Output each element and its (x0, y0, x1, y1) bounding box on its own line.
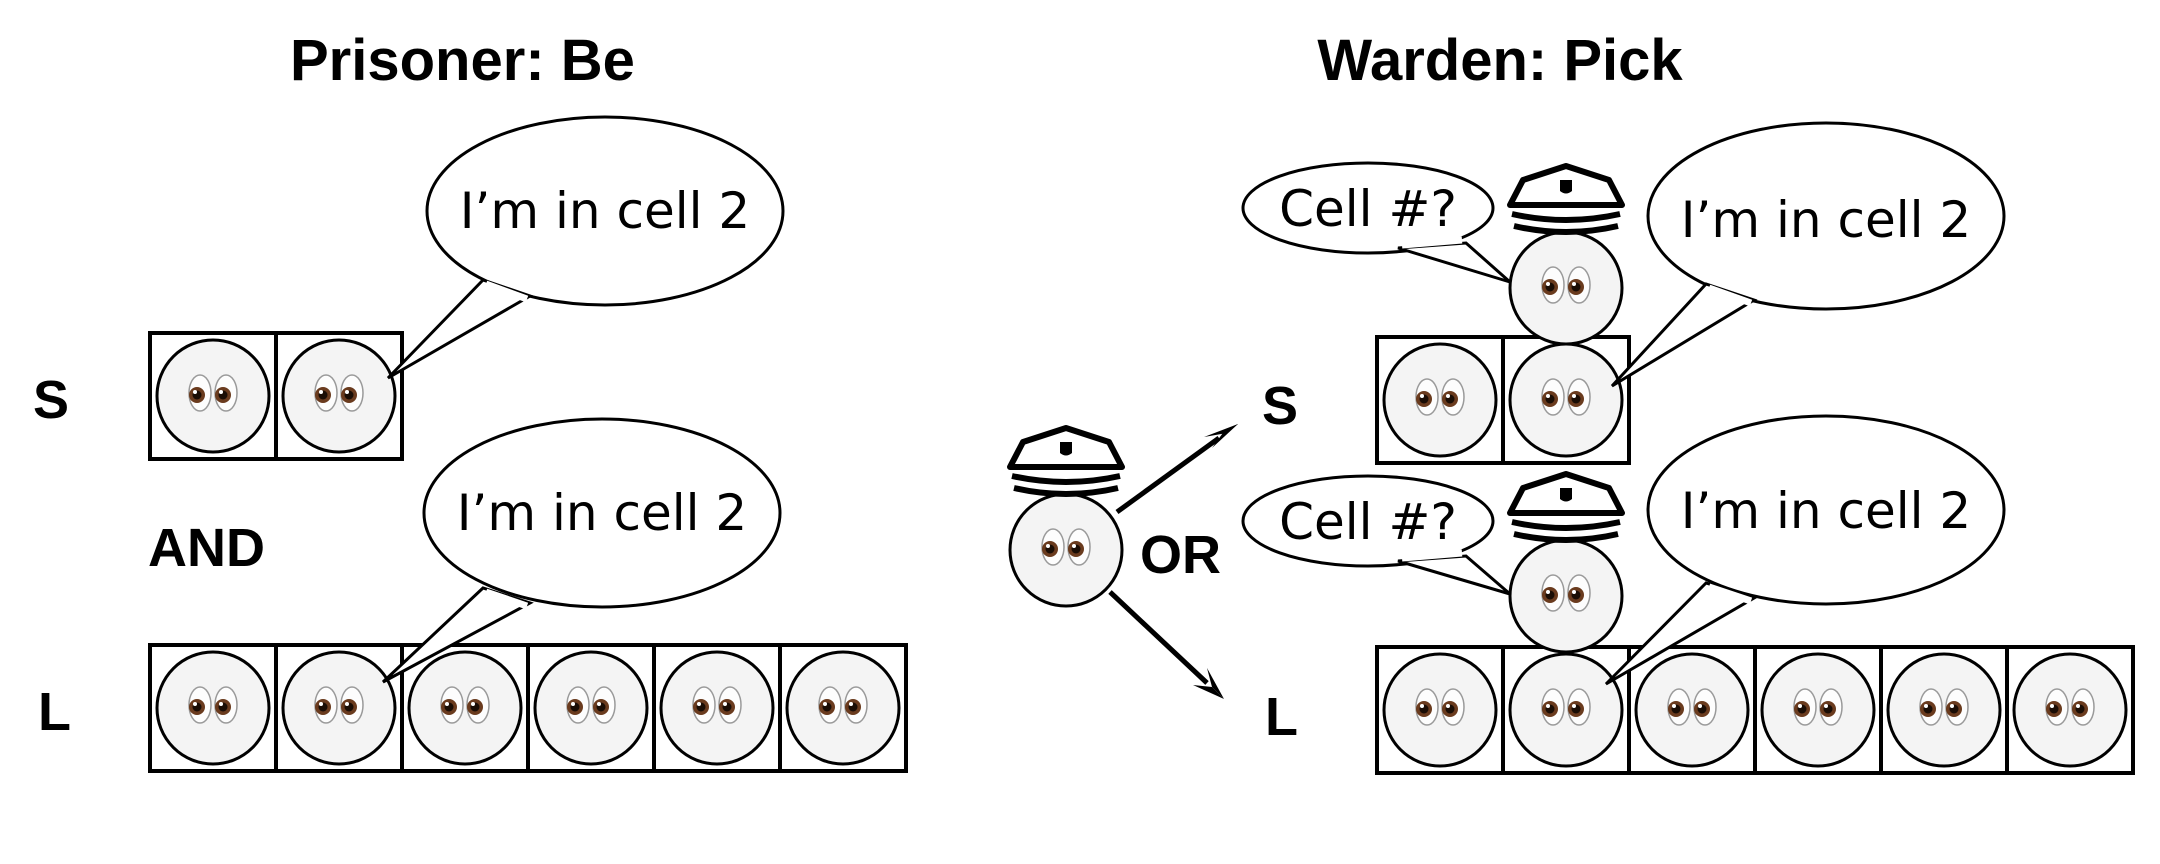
row-label-s: S (33, 370, 69, 430)
speech-text-l: I’m in cell 2 (1681, 482, 1971, 540)
right-panel: Warden: Pick S Cell #? I’m in cell 2 L (1241, 28, 2135, 775)
warden-question-bubble-s: Cell #? (1241, 161, 1511, 284)
question-text-s: Cell #? (1279, 180, 1457, 238)
prisoner-cell-3 (1634, 652, 1750, 768)
arrowhead-l (1193, 685, 1224, 699)
warden-face-icon (1008, 492, 1124, 608)
warden-face-icon (1508, 538, 1624, 654)
question-text-l: Cell #? (1279, 493, 1457, 551)
warden-question-bubble-l: Cell #? (1241, 474, 1511, 596)
prisoner-cell-1 (155, 338, 271, 454)
prisoner-cell-1 (1382, 342, 1498, 458)
speech-bubble-s: I’m in cell 2 (386, 115, 785, 380)
left-panel-title: Prisoner: Be (290, 28, 635, 93)
speech-text-l: I’m in cell 2 (457, 484, 747, 542)
arrow-to-s (1115, 435, 1221, 515)
warden-face-icon (1508, 230, 1624, 346)
and-connector: AND (148, 518, 265, 578)
or-connector: OR (1140, 525, 1221, 585)
prisoner-cell-4 (533, 650, 649, 766)
row-label-s: S (1262, 376, 1298, 436)
prisoner-cell-6 (2012, 652, 2128, 768)
prisoner-cell-2 (281, 338, 397, 454)
prisoner-cell-4 (1760, 652, 1876, 768)
prisoner-cell-1 (155, 650, 271, 766)
prisoner-cell-2 (1508, 342, 1624, 458)
speech-bubble-l: I’m in cell 2 (381, 417, 782, 684)
cell-row-l (148, 643, 908, 773)
right-panel-title: Warden: Pick (1317, 28, 1683, 93)
police-cap-icon (1010, 428, 1122, 494)
row-label-l: L (38, 682, 71, 742)
prisoner-cell-6 (785, 650, 901, 766)
prisoner-cell-2 (281, 650, 397, 766)
speech-text-s: I’m in cell 2 (1681, 191, 1971, 249)
row-label-l: L (1265, 687, 1298, 747)
speech-bubble-s: I’m in cell 2 (1610, 121, 2006, 388)
speech-text-s: I’m in cell 2 (460, 182, 750, 240)
prisoner-cell-5 (659, 650, 775, 766)
cell-row-l (1375, 645, 2135, 775)
prisoner-cell-2 (1508, 652, 1624, 768)
arrowhead-s (1212, 424, 1238, 448)
left-panel: Prisoner: Be S I’m in cell 2 AND L (33, 28, 908, 773)
central-warden: OR (1010, 424, 1238, 699)
prisoner-cell-5 (1886, 652, 2002, 768)
speech-bubble-l: I’m in cell 2 (1604, 414, 2006, 686)
prisoner-cell-1 (1382, 652, 1498, 768)
police-cap-icon (1510, 166, 1622, 232)
prisoner-cell-3 (407, 650, 523, 766)
police-cap-icon (1510, 474, 1622, 540)
arrow-to-l (1108, 590, 1209, 685)
